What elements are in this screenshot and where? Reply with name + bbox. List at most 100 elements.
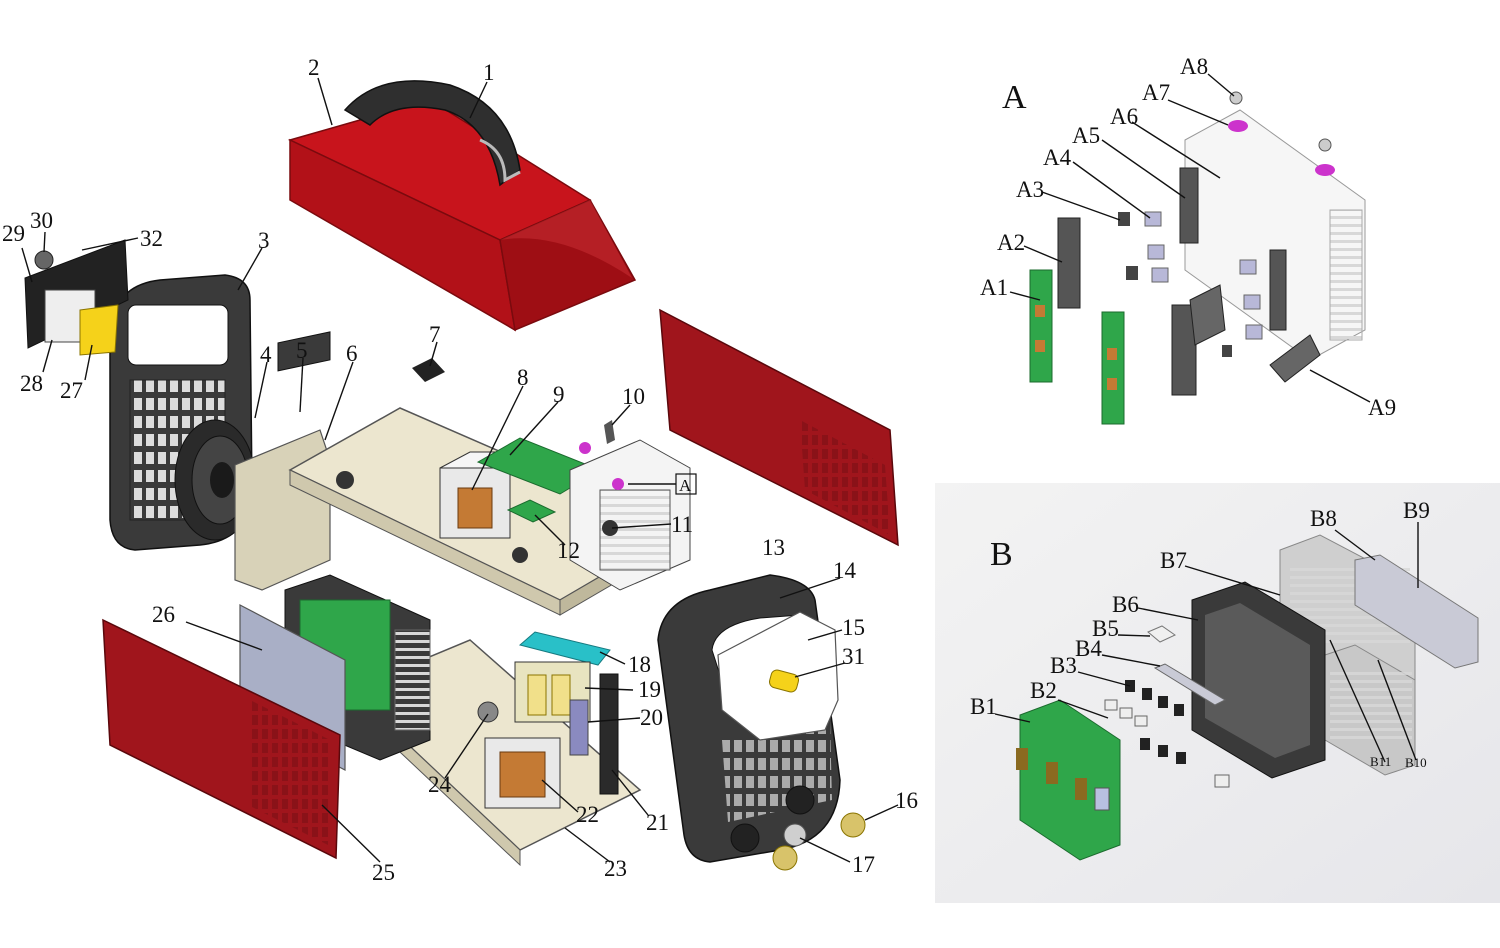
callout-7: 7 — [429, 322, 441, 347]
callout-B5: B5 — [1092, 616, 1119, 641]
a-heatsink-fins — [1329, 209, 1363, 341]
output-inductor — [514, 631, 611, 723]
callout-B1: B1 — [970, 694, 997, 719]
callout-2: 2 — [308, 55, 320, 80]
callout-A9: A9 — [1368, 395, 1396, 420]
callout-8: 8 — [517, 365, 529, 390]
a-washer — [1228, 120, 1248, 132]
bolt — [512, 547, 528, 563]
b-mounting-plate — [1354, 554, 1479, 669]
callout-A7: A7 — [1142, 80, 1170, 105]
callout-B7: B7 — [1160, 548, 1187, 573]
panel-b-title: B — [990, 536, 1013, 573]
bolt — [602, 520, 618, 536]
callout-30: 30 — [30, 208, 53, 233]
bushing — [477, 701, 499, 723]
a-holder — [1057, 217, 1081, 309]
panel-a-heatsink-assembly: A — [980, 54, 1396, 425]
callout-14: 14 — [833, 558, 857, 583]
callout-9: 9 — [553, 382, 565, 407]
panel-a-leader-lines — [1009, 73, 1371, 403]
a-bracket — [1189, 284, 1226, 346]
callout-A5: A5 — [1072, 123, 1100, 148]
callout-28: 28 — [20, 371, 43, 396]
output-socket — [772, 845, 798, 871]
callout-11: 11 — [671, 512, 693, 537]
bolt — [336, 471, 354, 489]
callout-29: 29 — [2, 221, 25, 246]
b-pad — [1147, 625, 1177, 643]
boxed-ref-label: A — [679, 476, 692, 495]
right-side-panel — [659, 308, 899, 547]
callout-23: 23 — [604, 856, 627, 881]
top-cover — [287, 99, 637, 332]
callout-22: 22 — [576, 802, 599, 827]
callout-17: 17 — [852, 852, 875, 877]
transformer-lower — [484, 737, 561, 809]
panel-b-labels: B1 B2 B3 B4 B5 B6 B7 B8 B9 B10 B11 — [970, 498, 1430, 770]
callout-4: 4 — [260, 342, 272, 367]
switch-block — [277, 331, 331, 372]
panel-a-title: A — [1002, 79, 1027, 116]
callout-10: 10 — [622, 384, 645, 409]
callout-26: 26 — [152, 602, 175, 627]
callout-25: 25 — [372, 860, 395, 885]
callout-21: 21 — [646, 810, 669, 835]
panel-b-module-assembly: B — [935, 483, 1500, 903]
shunt-bar — [569, 699, 589, 756]
callout-16: 16 — [895, 788, 918, 813]
callout-B11: B11 — [1370, 754, 1391, 769]
callout-B2: B2 — [1030, 678, 1057, 703]
callout-A4: A4 — [1043, 145, 1072, 170]
a-holder — [1179, 167, 1199, 244]
callout-3: 3 — [258, 228, 270, 253]
panel-b-leader-lines — [994, 522, 1419, 763]
callout-12: 12 — [557, 538, 580, 563]
callout-20: 20 — [640, 705, 663, 730]
callout-31: 31 — [842, 644, 865, 669]
left-side-panel — [102, 618, 341, 860]
callout-B6: B6 — [1112, 592, 1139, 617]
ground-terminal — [783, 823, 807, 847]
small-fastener — [604, 420, 615, 444]
a-bracket — [1269, 334, 1321, 383]
a-washer — [1315, 164, 1335, 176]
main-exploded-view: A — [2, 55, 918, 885]
callout-5: 5 — [296, 338, 308, 363]
rear-connector-plate — [24, 239, 129, 356]
callout-B10: B10 — [1405, 755, 1427, 770]
callout-32: 32 — [140, 226, 163, 251]
a-screw — [1318, 138, 1332, 152]
main-leader-lines — [21, 77, 899, 863]
callout-13: 13 — [762, 535, 785, 560]
callout-1: 1 — [483, 60, 495, 85]
output-post — [599, 673, 619, 795]
output-socket — [840, 812, 866, 838]
callout-B4: B4 — [1075, 636, 1102, 661]
callout-24: 24 — [428, 772, 452, 797]
callout-A8: A8 — [1180, 54, 1208, 79]
control-knob — [768, 669, 800, 693]
a-pcb-right — [1101, 311, 1125, 425]
callout-B3: B3 — [1050, 653, 1077, 678]
callout-A3: A3 — [1016, 177, 1044, 202]
callout-A2: A2 — [997, 230, 1025, 255]
callout-18: 18 — [628, 652, 651, 677]
cable-clip — [412, 358, 445, 382]
callout-19: 19 — [638, 677, 661, 702]
a-pcb-left — [1029, 269, 1053, 383]
main-callout-labels: 1 2 3 4 5 6 7 8 9 10 11 12 13 14 15 16 1… — [2, 55, 918, 885]
callout-A1: A1 — [980, 275, 1008, 300]
b-bus-bar — [1153, 663, 1227, 706]
carry-handle — [343, 80, 521, 187]
callout-6: 6 — [346, 341, 358, 366]
callout-A6: A6 — [1110, 104, 1138, 129]
a-holder — [1269, 249, 1287, 331]
callout-B8: B8 — [1310, 506, 1337, 531]
small-pcb — [506, 499, 557, 523]
callout-27: 27 — [60, 378, 83, 403]
callout-15: 15 — [842, 615, 865, 640]
callout-B9: B9 — [1403, 498, 1430, 523]
panel-a-labels: A1 A2 A3 A4 A5 A6 A7 A8 A9 — [980, 54, 1396, 420]
